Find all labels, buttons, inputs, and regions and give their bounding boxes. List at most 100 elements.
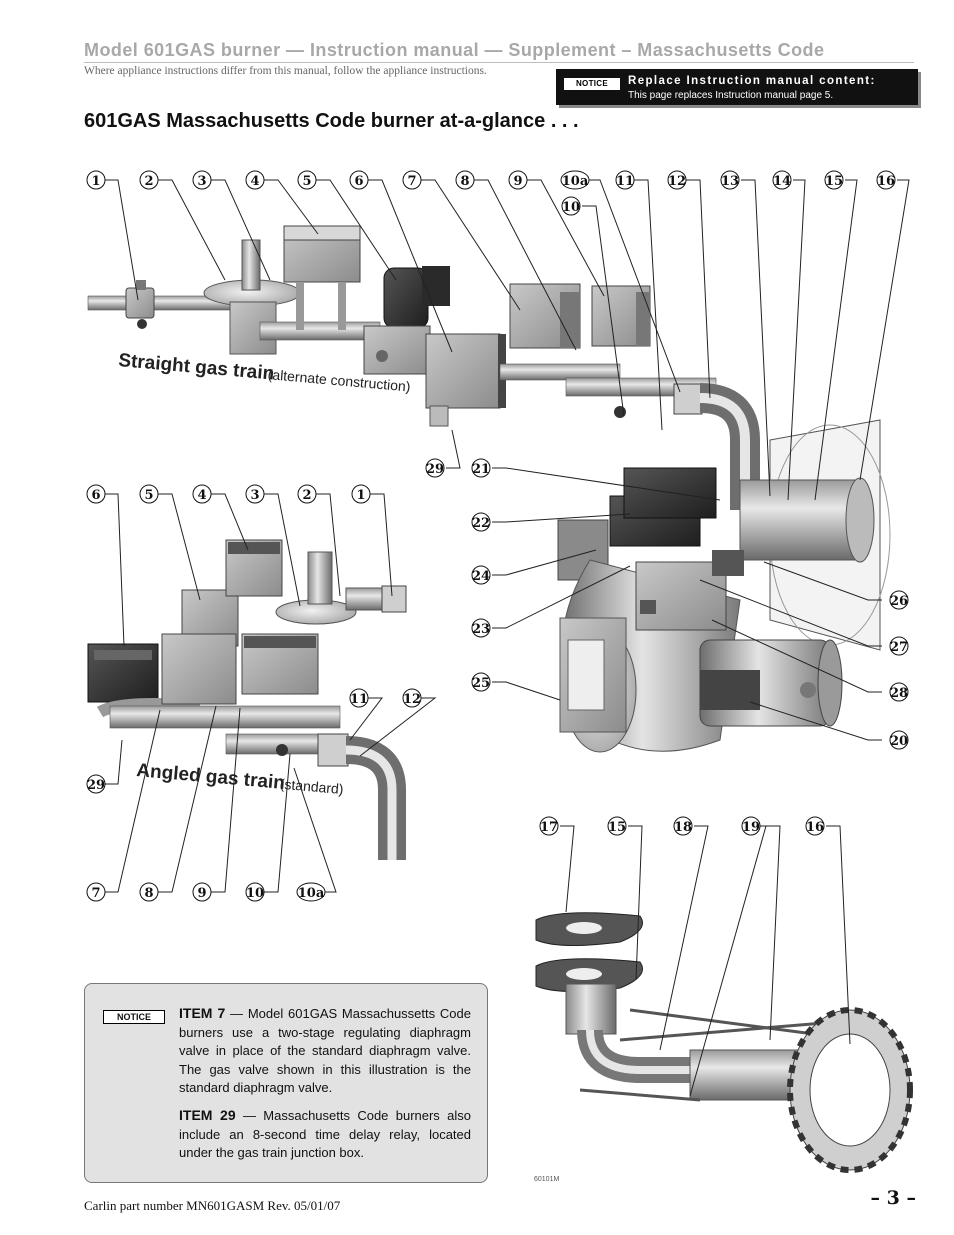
callout-circle bbox=[192, 882, 212, 902]
callout-angled-bottom: 7 8 9 10 10a bbox=[86, 882, 326, 902]
callout-label: 15 bbox=[825, 174, 843, 189]
callout-label: 21 bbox=[472, 462, 490, 477]
callout-label: 14 bbox=[773, 174, 791, 189]
callout-label: 9 bbox=[197, 886, 206, 901]
callout-label: 8 bbox=[460, 174, 469, 189]
callout-label: 4 bbox=[250, 174, 259, 189]
caption-main: Angled gas train bbox=[136, 760, 286, 794]
callout-label: 22 bbox=[472, 516, 490, 531]
callout-label: 25 bbox=[472, 676, 490, 691]
callout-label: 18 bbox=[674, 820, 692, 835]
callout-label: 6 bbox=[354, 174, 363, 189]
manual-header-title: Model 601GAS burner — Instruction manual… bbox=[84, 40, 825, 60]
callout-label: 7 bbox=[407, 174, 416, 189]
callout-label: 3 bbox=[250, 488, 259, 503]
callout-label: 16 bbox=[806, 820, 824, 835]
callout-circle bbox=[425, 458, 445, 478]
callout-circle bbox=[471, 512, 491, 532]
callout-circle bbox=[824, 170, 844, 190]
callout-label: 5 bbox=[302, 174, 311, 189]
callout-circle bbox=[86, 774, 106, 794]
callout-circle bbox=[86, 484, 106, 504]
callout-circle bbox=[741, 816, 761, 836]
callout-label: 20 bbox=[890, 734, 908, 749]
callout-circle bbox=[139, 882, 159, 902]
figure-code: 60101M bbox=[534, 1176, 560, 1183]
callout-circle bbox=[349, 170, 369, 190]
callout-circle bbox=[86, 882, 106, 902]
caption-paren: (standard) bbox=[279, 776, 344, 798]
callout-circle bbox=[720, 170, 740, 190]
callout-circle bbox=[455, 170, 475, 190]
callout-label: 11 bbox=[616, 174, 634, 189]
callout-circle bbox=[471, 458, 491, 478]
callout-circle bbox=[889, 682, 909, 702]
manual-header-subtitle: Where appliance instructions differ from… bbox=[84, 65, 487, 77]
replace-notice-title: Replace Instruction manual content: bbox=[628, 75, 876, 87]
callout-label: 15 bbox=[608, 820, 626, 835]
callout-circle bbox=[805, 816, 825, 836]
callout-circle bbox=[560, 170, 590, 190]
caption-main: Straight gas train bbox=[118, 350, 275, 385]
header-rule bbox=[84, 62, 914, 63]
item-7-text: — Model 601GAS Massachussetts Code burne… bbox=[179, 1006, 471, 1096]
callout-circle bbox=[889, 636, 909, 656]
callout-circle bbox=[667, 170, 687, 190]
callout-circle bbox=[561, 196, 581, 216]
callout-label: 10 bbox=[562, 200, 580, 215]
callout-circle bbox=[245, 170, 265, 190]
footer-page-number: – 3 – bbox=[870, 1187, 916, 1209]
callout-circle bbox=[296, 882, 326, 902]
callout-label: 2 bbox=[302, 488, 311, 503]
callout-label: 28 bbox=[890, 686, 908, 701]
callout-circle bbox=[471, 565, 491, 585]
callout-label: 10a bbox=[298, 886, 325, 901]
callout-burner-left: 22 24 23 25 bbox=[471, 512, 491, 692]
callout-circle bbox=[772, 170, 792, 190]
callout-circle bbox=[607, 816, 627, 836]
callout-label: 16 bbox=[877, 174, 895, 189]
callout-label: 27 bbox=[890, 640, 908, 655]
callout-label: 6 bbox=[91, 488, 100, 503]
callout-label: 1 bbox=[91, 174, 100, 189]
callout-circle bbox=[889, 730, 909, 750]
notice-panel: NOTICE ITEM 7 — Model 601GAS Massachusse… bbox=[84, 983, 488, 1183]
callout-circle bbox=[192, 484, 212, 504]
footer-part-number: Carlin part number MN601GASM Rev. 05/01/… bbox=[84, 1198, 341, 1213]
callout-label: 11 bbox=[350, 692, 368, 707]
callout-circle bbox=[139, 170, 159, 190]
nozzle-assembly bbox=[535, 912, 913, 1173]
callout-label: 4 bbox=[197, 488, 206, 503]
callout-circle bbox=[615, 170, 635, 190]
callout-circle bbox=[876, 170, 896, 190]
item-7-label: ITEM 7 bbox=[179, 1005, 226, 1021]
callout-circle bbox=[471, 672, 491, 692]
callout-label: 29 bbox=[87, 778, 105, 793]
replace-notice-text: This page replaces Instruction manual pa… bbox=[628, 90, 834, 101]
callout-label: 17 bbox=[540, 820, 558, 835]
callout-label: 13 bbox=[721, 174, 739, 189]
callout-circle bbox=[673, 816, 693, 836]
callout-circle bbox=[351, 484, 371, 504]
straight-gas-train bbox=[87, 225, 760, 510]
callout-label: 10 bbox=[246, 886, 264, 901]
callout-circle bbox=[402, 170, 422, 190]
callout-label: 12 bbox=[403, 692, 421, 707]
notice-item-7: ITEM 7 — Model 601GAS Massachussetts Cod… bbox=[179, 1004, 471, 1098]
callout-angled-mid: 11 12 bbox=[349, 688, 422, 708]
notice-tag: NOTICE bbox=[103, 1010, 165, 1024]
callout-circle bbox=[349, 688, 369, 708]
angled-gas-train-caption: Angled gas train (standard) bbox=[136, 760, 345, 798]
callout-label: 24 bbox=[472, 569, 490, 584]
callout-row-top: 1 2 3 4 5 6 7 8 9 10a 11 12 13 14 15 16 bbox=[86, 170, 896, 190]
callout-label: 5 bbox=[144, 488, 153, 503]
callout-label: 10a bbox=[562, 174, 589, 189]
callout-circle bbox=[139, 484, 159, 504]
callout-label: 3 bbox=[197, 174, 206, 189]
callout-label: 9 bbox=[513, 174, 522, 189]
notice-item-29: ITEM 29 — Massachusetts Code burners als… bbox=[179, 1106, 471, 1163]
callout-circle bbox=[86, 170, 106, 190]
burner-body bbox=[557, 419, 891, 753]
callout-label: 7 bbox=[91, 886, 100, 901]
